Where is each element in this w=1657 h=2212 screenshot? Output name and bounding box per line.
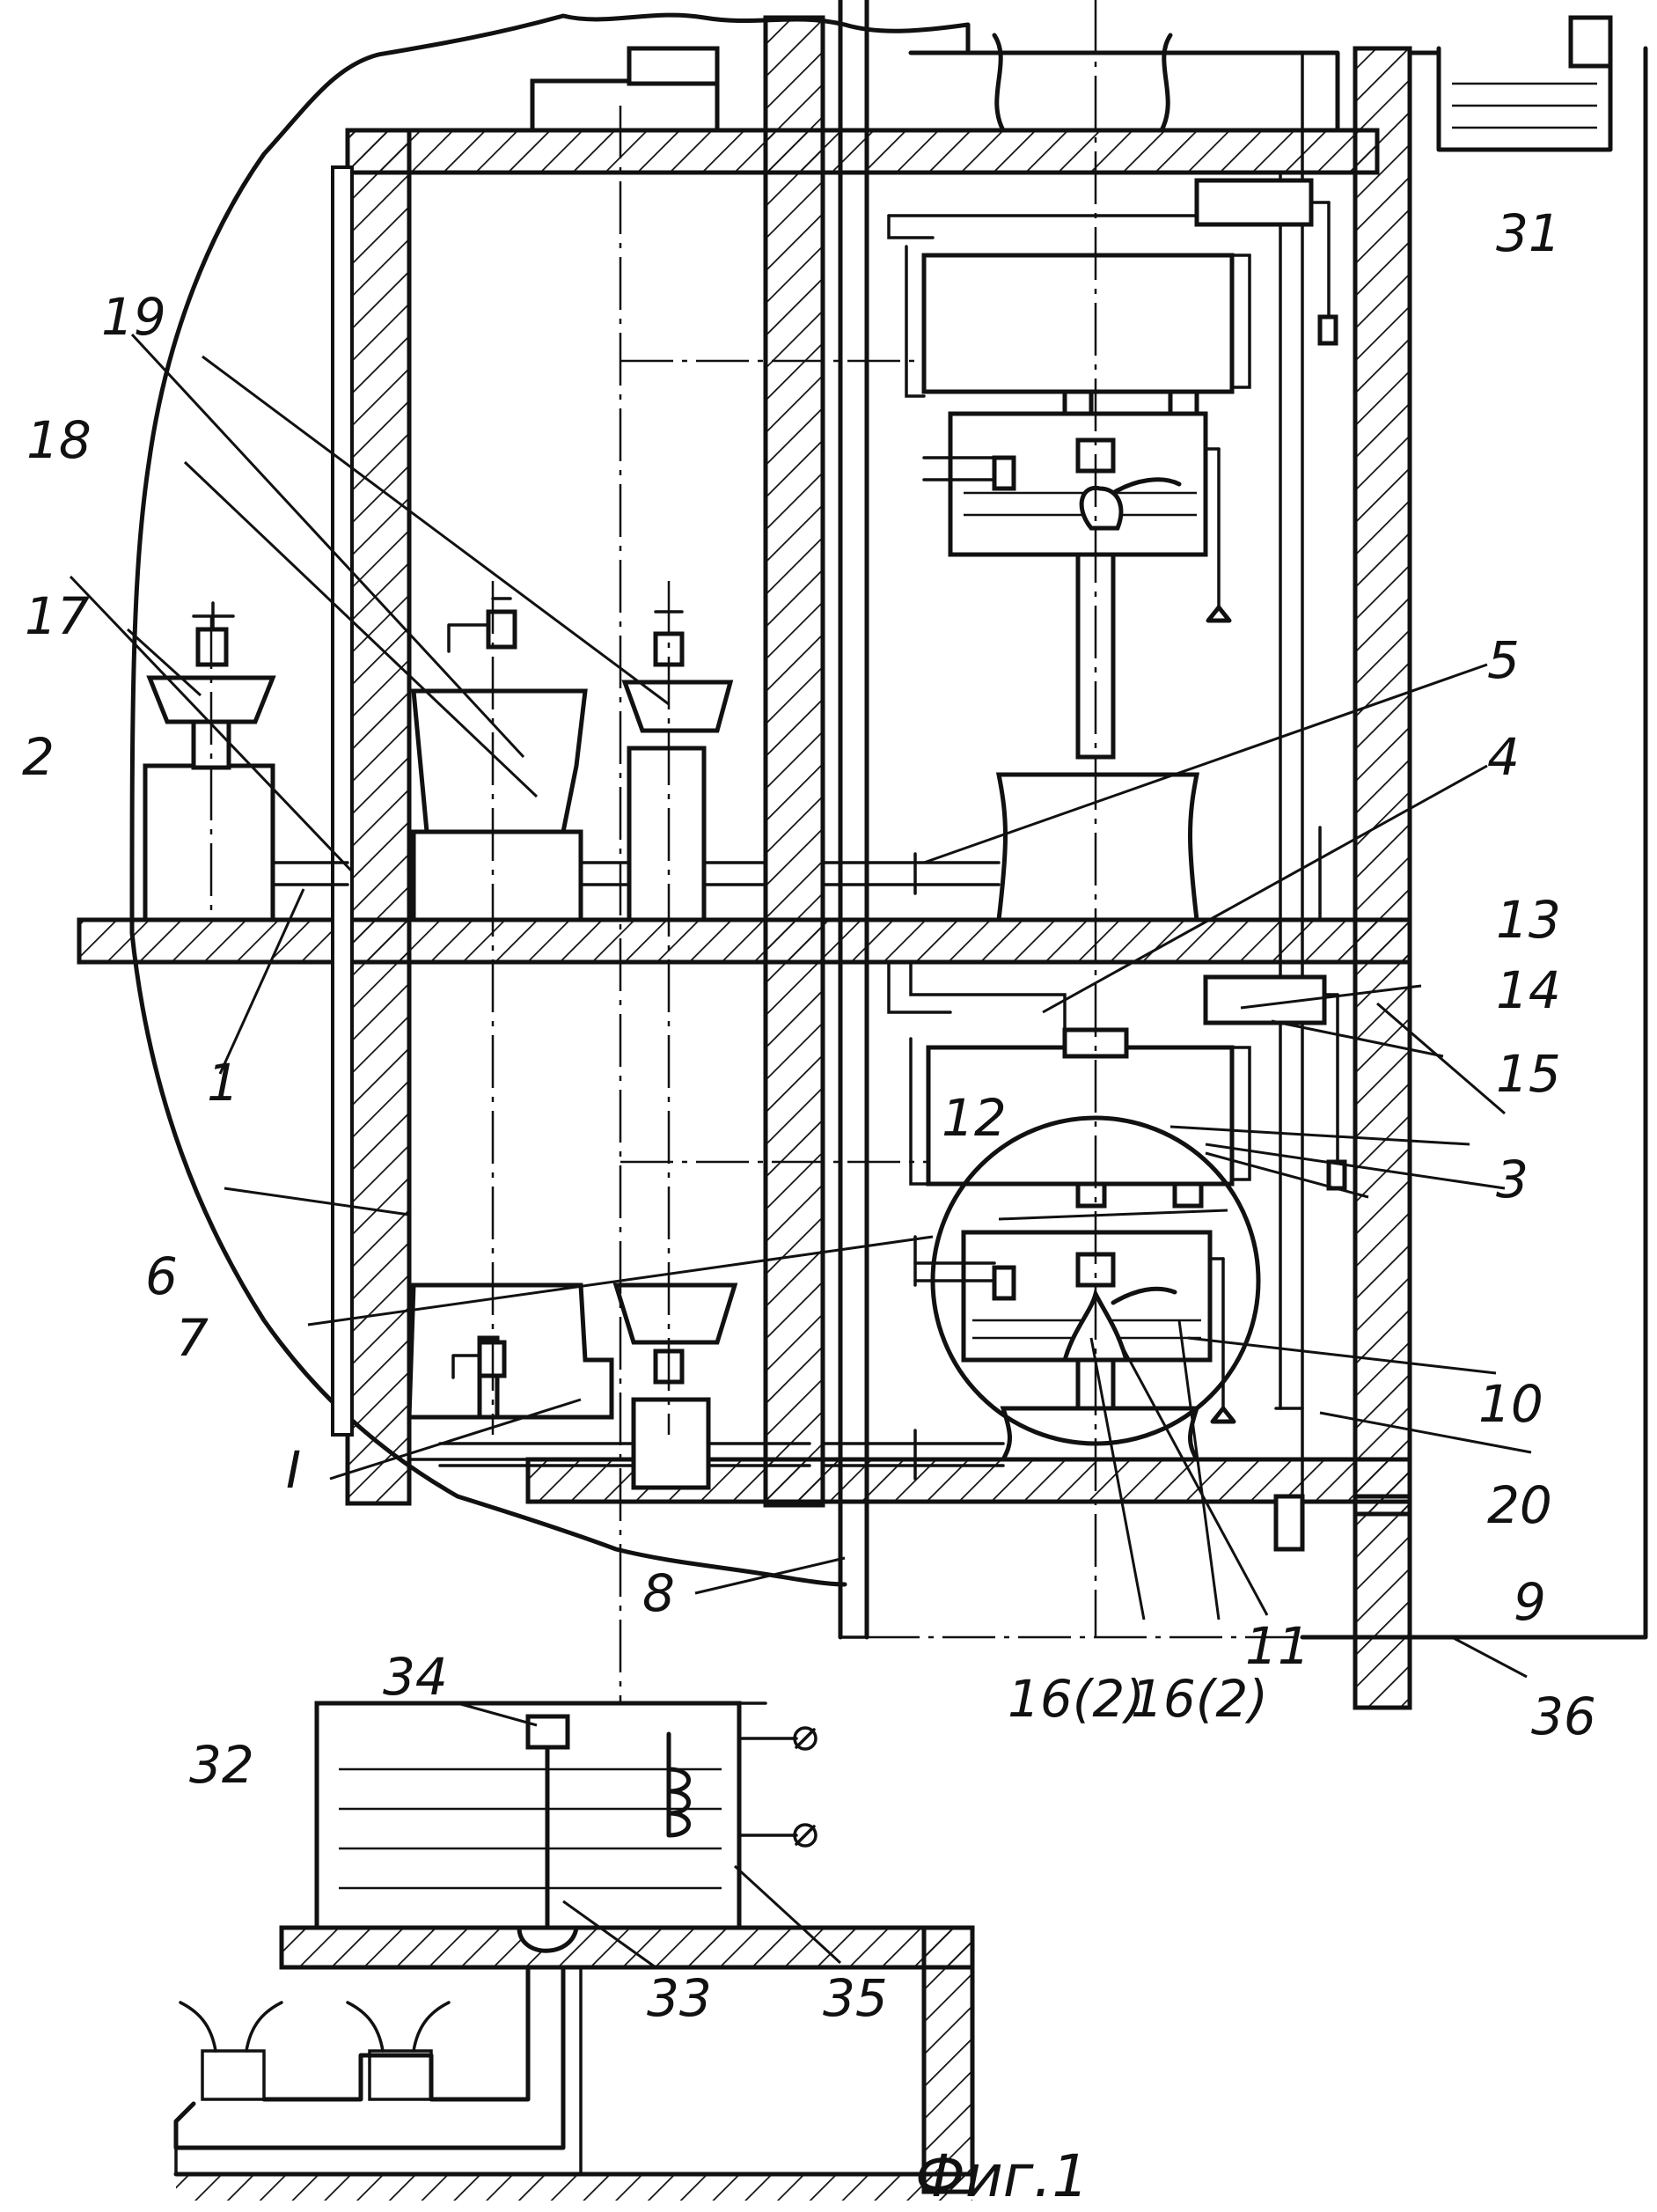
label-31: 31 bbox=[1496, 203, 1561, 263]
label-33: 33 bbox=[647, 1968, 712, 2028]
label-19: 19 bbox=[101, 287, 166, 347]
label-17: 17 bbox=[25, 586, 90, 646]
figure-caption: Фиг.1 bbox=[915, 2142, 1089, 2210]
left-outer-column bbox=[333, 167, 352, 1435]
left-wall bbox=[348, 130, 409, 1503]
label-34: 34 bbox=[383, 1647, 448, 1707]
label-14: 14 bbox=[1496, 960, 1561, 1020]
label-35: 35 bbox=[823, 1968, 888, 2028]
label-13: 13 bbox=[1496, 890, 1561, 950]
label-9: 9 bbox=[1514, 1572, 1546, 1632]
lower-right-assembly bbox=[823, 962, 1345, 1479]
label-7: 7 bbox=[176, 1308, 209, 1368]
label-10: 10 bbox=[1478, 1374, 1543, 1434]
label-20: 20 bbox=[1487, 1475, 1552, 1535]
label-16a: 16(2) bbox=[1008, 1669, 1145, 1729]
label-11: 11 bbox=[1245, 1616, 1310, 1676]
right-lower-wall bbox=[1355, 1496, 1410, 1708]
label-2: 2 bbox=[22, 727, 55, 787]
label-8: 8 bbox=[642, 1563, 675, 1623]
central-wall bbox=[766, 18, 823, 1505]
label-I: I bbox=[286, 1440, 301, 1500]
label-18: 18 bbox=[26, 410, 92, 470]
label-4: 4 bbox=[1487, 727, 1520, 787]
label-15: 15 bbox=[1496, 1044, 1561, 1104]
label-36: 36 bbox=[1531, 1687, 1596, 1746]
top-slab bbox=[348, 130, 1377, 173]
ground-hatch bbox=[176, 2174, 972, 2201]
label-12: 12 bbox=[942, 1088, 1007, 1148]
label-16b: 16(2) bbox=[1131, 1669, 1268, 1729]
right-outer-wall bbox=[1355, 48, 1410, 1514]
label-32: 32 bbox=[189, 1735, 254, 1795]
label-6: 6 bbox=[145, 1246, 178, 1306]
label-3: 3 bbox=[1496, 1150, 1529, 1209]
label-1: 1 bbox=[207, 1053, 239, 1113]
label-5: 5 bbox=[1487, 630, 1520, 690]
